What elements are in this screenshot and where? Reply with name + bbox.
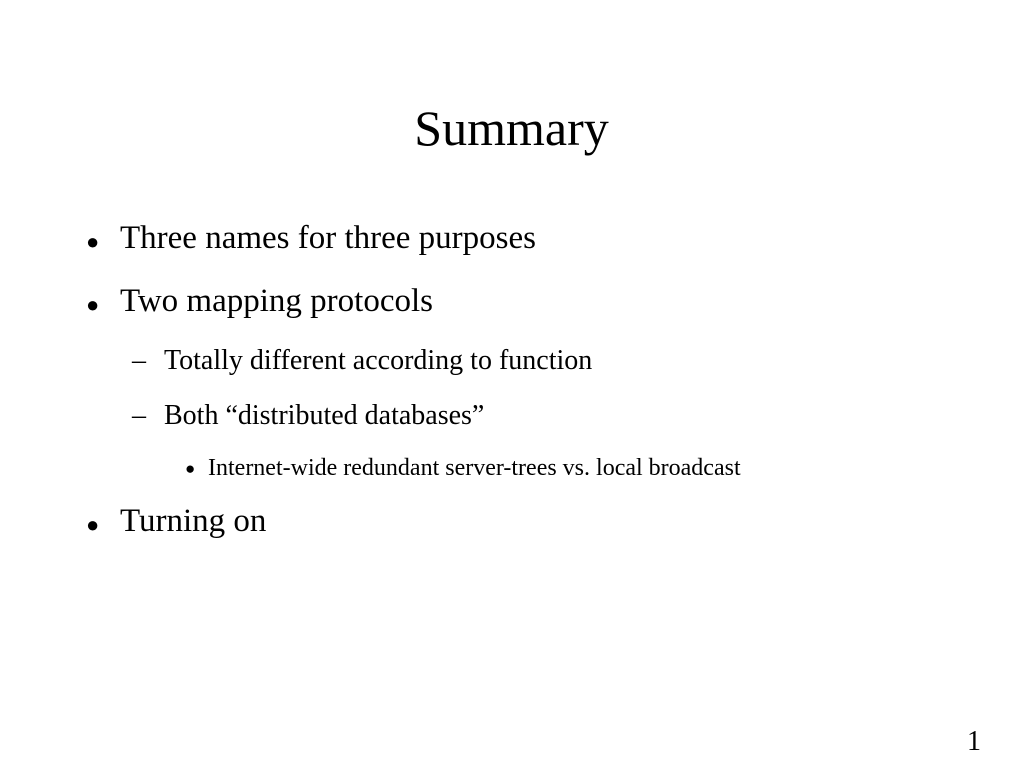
bullet-text: Two mapping protocols [120, 283, 433, 319]
bullet-text: Three names for three purposes [120, 220, 536, 256]
sub-bullet-item: – Totally different according to functio… [132, 344, 593, 378]
bullet-item: ● Turning on [86, 501, 267, 541]
sub-bullet-text: Totally different according to function [164, 345, 593, 376]
bullet-text: Turning on [120, 503, 267, 539]
bullet-dot-icon: ● [86, 512, 100, 537]
sub-sub-bullet-item: ● Internet-wide redundant server-trees v… [185, 453, 741, 483]
bullet-dot-icon: ● [86, 292, 100, 317]
sub-sub-bullet-text: Internet-wide redundant server-trees vs.… [208, 455, 741, 481]
bullet-dot-icon: ● [185, 459, 196, 478]
page-number: 1 [967, 726, 981, 757]
bullet-dot-icon: ● [86, 229, 100, 254]
dash-icon: – [132, 345, 146, 376]
slide-title: Summary [414, 100, 609, 156]
bullet-item: ● Three names for three purposes [86, 218, 536, 258]
sub-bullet-text: Both “distributed databases” [164, 400, 485, 431]
dash-icon: – [132, 400, 146, 431]
sub-bullet-item: – Both “distributed databases” [132, 399, 485, 433]
bullet-item: ● Two mapping protocols [86, 281, 433, 321]
